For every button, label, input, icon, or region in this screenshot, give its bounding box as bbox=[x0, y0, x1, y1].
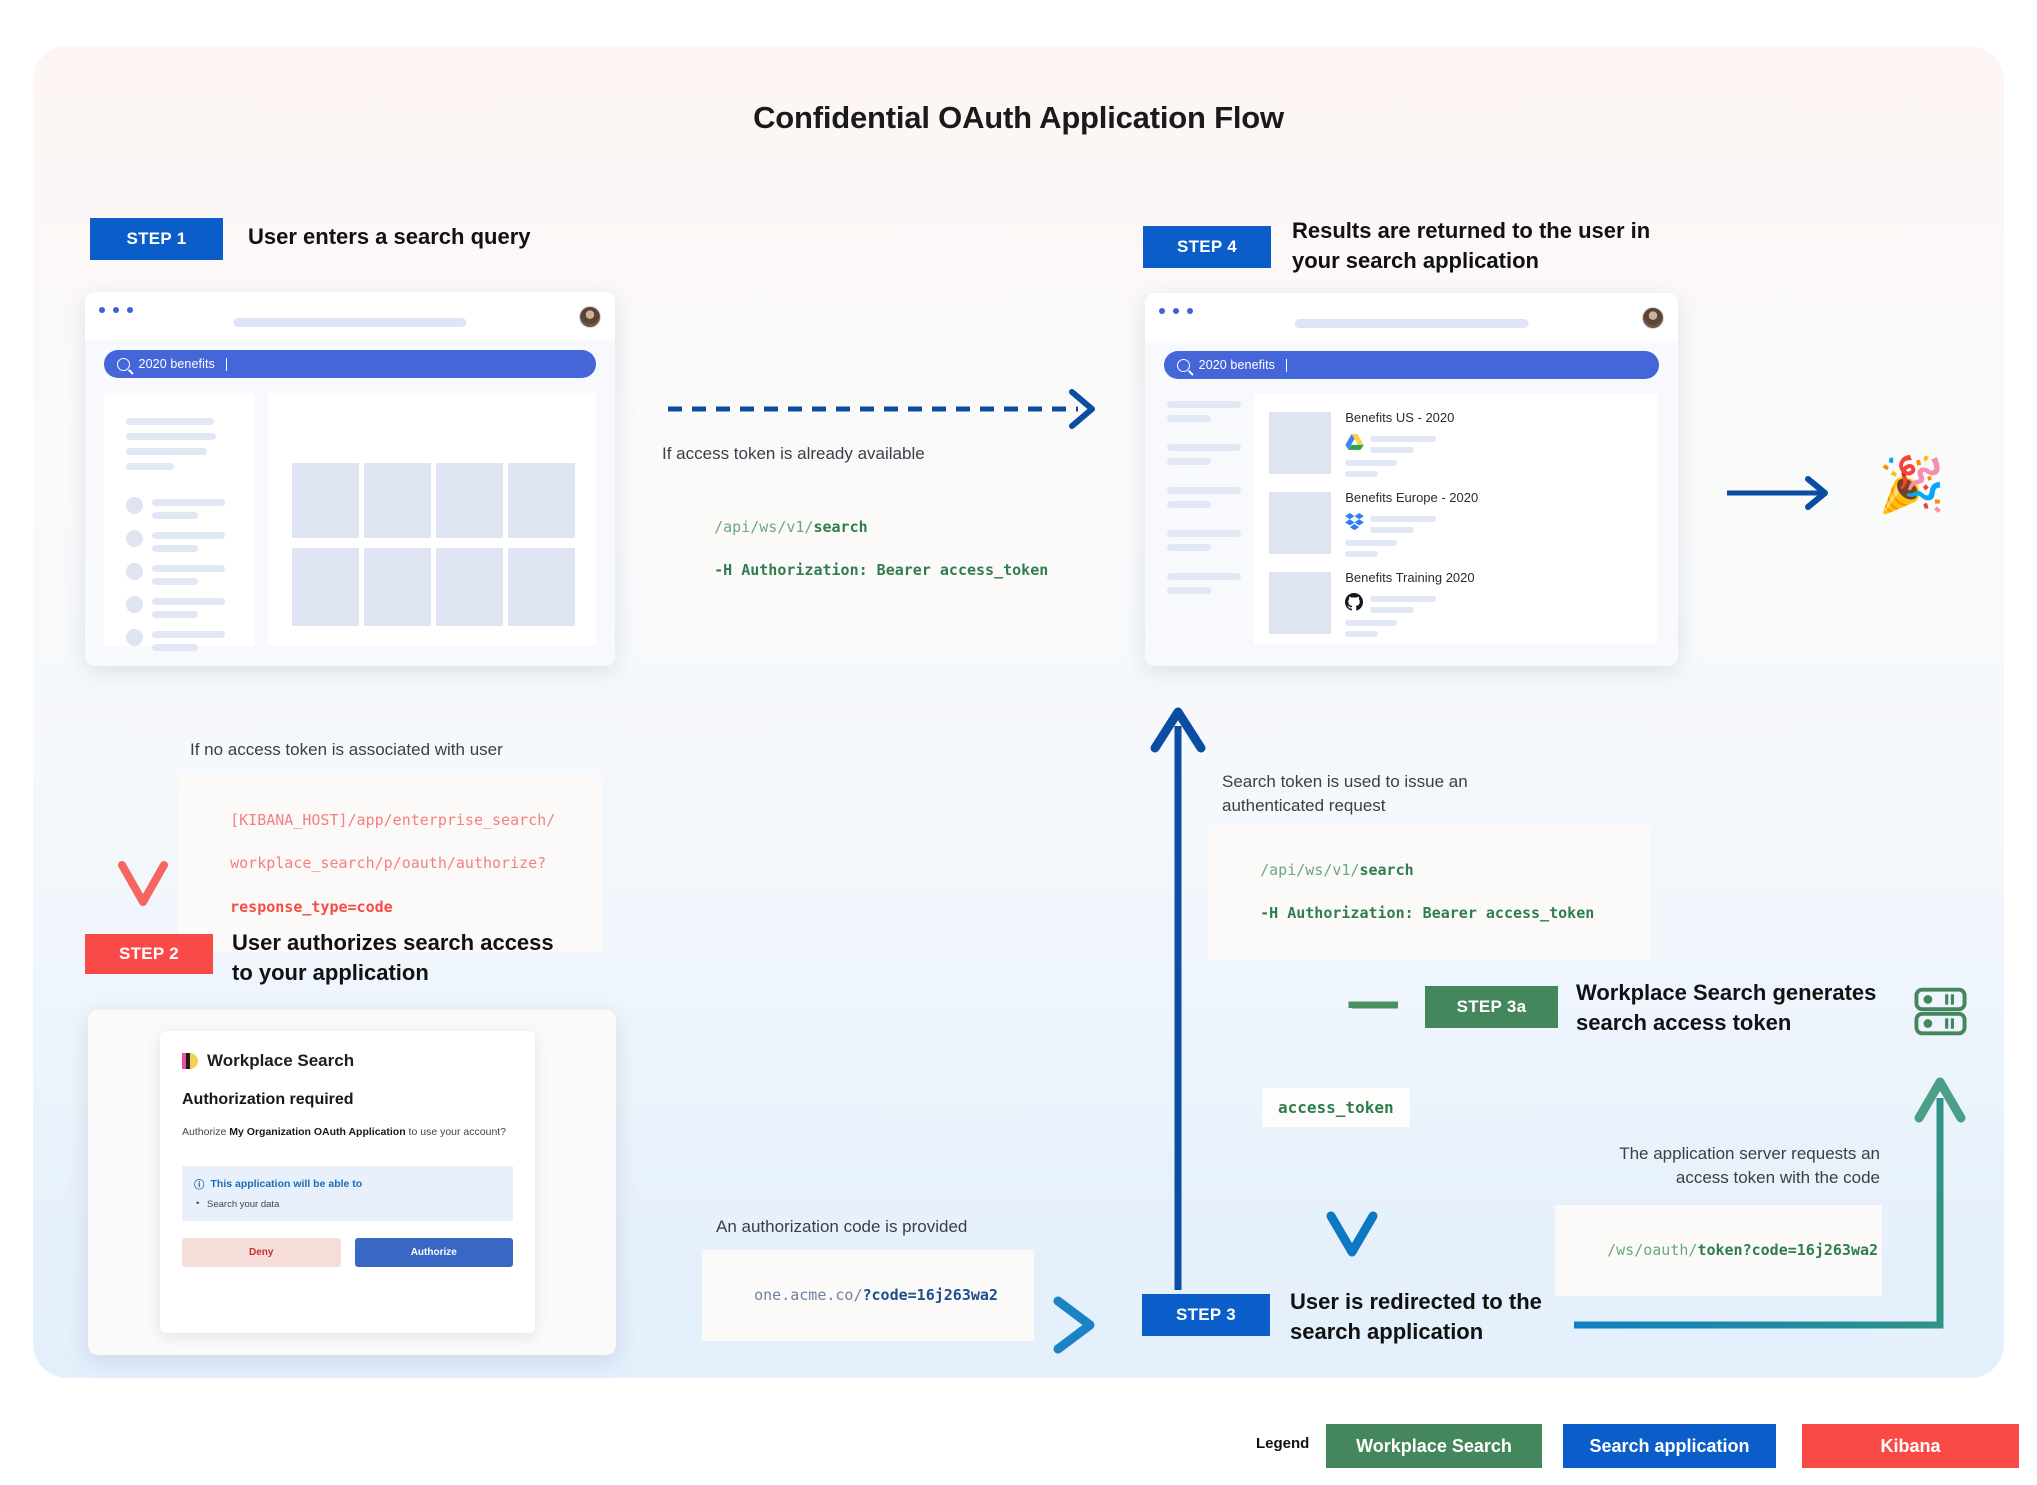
legend-item-workplace-search: Workplace Search bbox=[1326, 1424, 1542, 1468]
step-3-heading: User is redirected to the search applica… bbox=[1290, 1289, 1542, 1344]
code-auth-header: -H Authorization: Bearer access_token bbox=[714, 561, 1049, 580]
step-1-badge-label: STEP 1 bbox=[126, 229, 187, 248]
caption-token-available: If access token is already available bbox=[662, 444, 925, 463]
authorize-button[interactable]: Authorize bbox=[354, 1237, 513, 1267]
step-1-heading: User enters a search query bbox=[248, 224, 531, 249]
code-token-url: /ws/oauth/token?code=16j263wa2 bbox=[1555, 1205, 1882, 1297]
code-path-bold: search bbox=[813, 517, 868, 536]
access-token-chip: access_token bbox=[1262, 1088, 1410, 1127]
auth-body-post: to use your account? bbox=[405, 1126, 507, 1138]
auth-card-brand-label: Workplace Search bbox=[207, 1051, 355, 1070]
code-path-prefix: /api/ws/v1/ bbox=[1260, 860, 1360, 879]
avatar[interactable] bbox=[579, 306, 601, 328]
search-query-text: 2020 benefits bbox=[1198, 358, 1276, 372]
search-input-step1[interactable]: 2020 benefits bbox=[103, 350, 597, 378]
step-2-heading: User authorizes search access to your ap… bbox=[232, 930, 554, 985]
step-2-badge: STEP 2 bbox=[85, 934, 213, 974]
workplace-search-logo-icon bbox=[182, 1053, 198, 1069]
result-row[interactable]: Benefits Europe - 2020 bbox=[1269, 490, 1629, 557]
redirect-prefix: one.acme.co/ bbox=[754, 1285, 863, 1304]
browser-content-step4: 2020 benefits Benefits US - bbox=[1145, 341, 1678, 666]
token-url-bold: token?code=16j263wa2 bbox=[1697, 1240, 1879, 1259]
text-caret bbox=[225, 357, 227, 371]
info-icon: ⓘ bbox=[194, 1178, 205, 1191]
code-search-request-bottom: /api/ws/v1/search -H Authorization: Bear… bbox=[1208, 825, 1650, 960]
step-3-badge-label: STEP 3 bbox=[1175, 1305, 1237, 1324]
code-authorize-line1: [KIBANA_HOST]/app/enterprise_search/ bbox=[230, 810, 556, 829]
facets-skeleton bbox=[1167, 401, 1247, 601]
result-title: Benefits Europe - 2020 bbox=[1345, 490, 1479, 505]
window-dots-icon bbox=[99, 307, 133, 313]
search-icon bbox=[1176, 358, 1190, 372]
search-app-browser-step1: 2020 benefits bbox=[85, 292, 615, 666]
redirect-bold: ?code=16j263wa2 bbox=[862, 1285, 998, 1304]
results-list-panel: Benefits US - 2020 bbox=[1254, 394, 1657, 644]
code-path-prefix: /api/ws/v1/ bbox=[714, 517, 814, 536]
caption-search-token-used: Search token is used to issue an authent… bbox=[1222, 772, 1468, 815]
server-rack-icon bbox=[1913, 984, 1968, 1044]
code-authorize-line2: workplace_search/p/oauth/authorize? bbox=[230, 854, 547, 873]
step-3-badge: STEP 3 bbox=[1142, 1294, 1270, 1336]
result-row[interactable]: Benefits Training 2020 bbox=[1269, 570, 1629, 637]
page-title: Confidential OAuth Application Flow bbox=[753, 100, 1284, 135]
code-search-request-top: /api/ws/v1/search -H Authorization: Bear… bbox=[662, 482, 1107, 617]
url-bar[interactable] bbox=[1294, 319, 1529, 328]
legend-item-search-application: Search application bbox=[1563, 1424, 1776, 1468]
auth-card-body: Authorize My Organization OAuth Applicat… bbox=[182, 1125, 513, 1141]
step-3a-badge-label: STEP 3a bbox=[1456, 997, 1527, 1016]
result-row[interactable]: Benefits US - 2020 bbox=[1269, 410, 1629, 477]
search-icon bbox=[116, 357, 130, 371]
auth-card-actions: Deny Authorize bbox=[182, 1237, 513, 1267]
code-authorize-line3: response_type=code bbox=[230, 897, 393, 916]
browser-chrome-step4 bbox=[1145, 293, 1678, 341]
step-4-badge-label: STEP 4 bbox=[1176, 237, 1238, 256]
auth-card-heading: Authorization required bbox=[182, 1091, 354, 1108]
step-2-badge-label: STEP 2 bbox=[118, 944, 180, 963]
permissions-item: Search your data bbox=[194, 1198, 501, 1210]
facets-panel bbox=[103, 393, 255, 651]
step-4-heading: Results are returned to the user in your… bbox=[1292, 218, 1651, 273]
token-url-prefix: /ws/oauth/ bbox=[1607, 1240, 1698, 1259]
auth-body-pre: Authorize bbox=[182, 1126, 230, 1138]
results-grid-panel bbox=[267, 393, 597, 646]
auth-browser-step2: Workplace Search Authorization required … bbox=[88, 1010, 616, 1355]
caption-no-token: If no access token is associated with us… bbox=[190, 740, 503, 759]
avatar[interactable] bbox=[1642, 307, 1664, 329]
google-drive-icon bbox=[1345, 434, 1364, 456]
result-title: Benefits US - 2020 bbox=[1345, 410, 1455, 425]
authorization-card: Workplace Search Authorization required … bbox=[160, 1031, 535, 1333]
code-redirect-url: one.acme.co/?code=16j263wa2 bbox=[702, 1250, 1034, 1342]
permissions-notice-title: This application will be able to bbox=[210, 1178, 363, 1191]
auth-card-permissions-notice: ⓘ This application will be able to Searc… bbox=[182, 1165, 513, 1221]
search-input-step4[interactable]: 2020 benefits bbox=[1163, 351, 1660, 379]
search-query-text: 2020 benefits bbox=[138, 357, 215, 371]
browser-content: 2020 benefits bbox=[85, 340, 615, 666]
step-3a-heading: Workplace Search generates search access… bbox=[1576, 980, 1877, 1035]
github-icon bbox=[1345, 593, 1364, 616]
browser-chrome bbox=[85, 292, 615, 340]
dropbox-icon bbox=[1345, 513, 1365, 536]
window-dots-icon bbox=[1159, 308, 1193, 314]
celebration-emoji: 🎉 bbox=[1878, 455, 1946, 515]
deny-button[interactable]: Deny bbox=[182, 1237, 341, 1267]
code-auth-header: -H Authorization: Bearer access_token bbox=[1260, 904, 1595, 923]
result-title: Benefits Training 2020 bbox=[1345, 570, 1475, 585]
legend-item-kibana: Kibana bbox=[1802, 1424, 2019, 1468]
code-authorize-url: [KIBANA_HOST]/app/enterprise_search/ wor… bbox=[178, 775, 602, 954]
step-1-badge: STEP 1 bbox=[90, 218, 223, 260]
permissions-notice-header: ⓘ This application will be able to bbox=[194, 1177, 501, 1192]
search-app-browser-step4: 2020 benefits Benefits US - bbox=[1145, 293, 1678, 666]
auth-body-app: My Organization OAuth Application bbox=[229, 1126, 406, 1138]
text-caret bbox=[1286, 358, 1288, 372]
step-4-badge: STEP 4 bbox=[1143, 226, 1271, 268]
caption-server-requests: The application server requests an acces… bbox=[1619, 1144, 1880, 1187]
auth-card-brand: Workplace Search bbox=[182, 1051, 513, 1071]
url-bar[interactable] bbox=[233, 318, 467, 327]
legend-label: Legend bbox=[1256, 1435, 1310, 1452]
caption-auth-code: An authorization code is provided bbox=[716, 1217, 968, 1236]
step-3a-badge: STEP 3a bbox=[1425, 986, 1558, 1028]
code-path-bold: search bbox=[1359, 860, 1414, 879]
